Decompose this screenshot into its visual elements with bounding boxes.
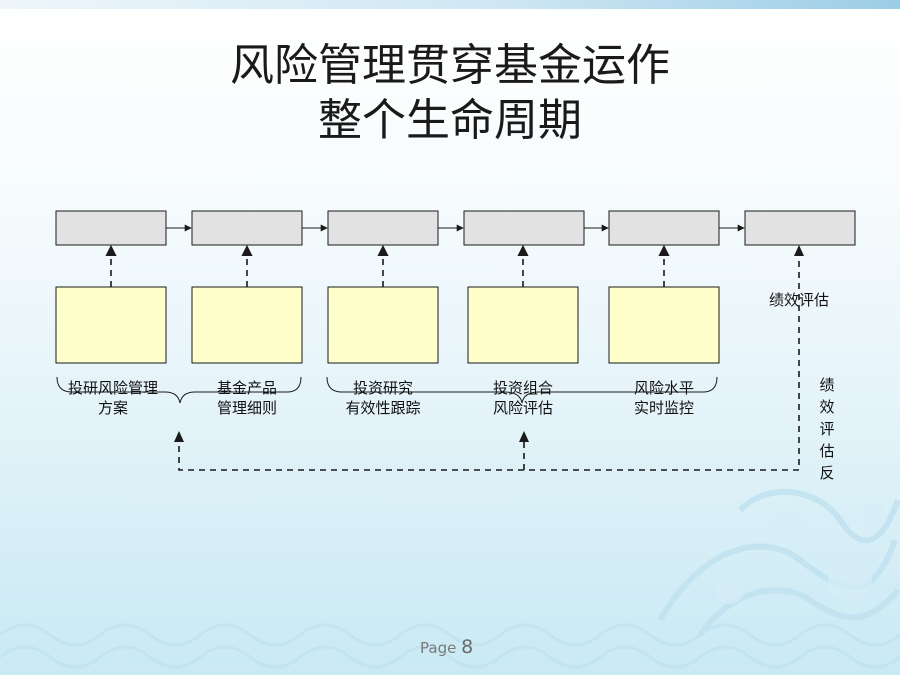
label-2-line-2: 管理细则 [216,399,277,417]
support-box-4 [467,286,579,364]
title-line-1: 风险管理贯穿基金运作 [230,40,670,91]
process-box-6 [744,210,856,246]
top-accent-bar [0,0,900,9]
label-research-risk-plan: 投研风险管理 方案 [58,378,168,418]
label-performance-eval: 绩效评估 [768,291,829,309]
support-box-3 [327,286,439,364]
process-box-5 [608,210,720,246]
label-feedback-vertical: 绩 效 评 估 反 馈 [816,374,838,482]
label-5-line-2: 实时监控 [633,399,694,417]
brace-left [56,376,302,404]
label-1-line-1: 投研风险管理 [67,379,158,397]
label-4-line-1: 投资组合 [492,379,553,397]
label-3-line-1: 投资研究 [352,379,413,397]
process-box-3 [327,210,439,246]
process-box-4 [463,210,585,246]
label-research-tracking: 投资研究 有效性跟踪 [328,378,438,418]
feedback-char-3: 评 [819,420,835,438]
label-5-line-1: 风险水平 [633,379,694,397]
process-box-2 [191,210,303,246]
page-label: Page [420,639,457,657]
feedback-char-4: 估 [819,442,835,460]
wave-decoration-bottom [0,623,900,669]
feedback-char-2: 效 [819,398,835,416]
feedback-arrowhead-eval [794,245,804,256]
label-2-line-1: 基金产品 [216,379,277,397]
support-box-1 [55,286,167,364]
feedback-arrowhead-mid [519,431,529,442]
label-portfolio-risk: 投资组合 风险评估 [468,378,578,418]
support-box-5 [608,286,720,364]
label-risk-monitoring: 风险水平 实时监控 [609,378,719,418]
feedback-char-5: 反 [819,464,835,482]
wave-decoration-right [657,488,900,637]
page-number: Page 8 [420,636,473,658]
title-line-2: 整个生命周期 [318,95,582,146]
slide-title: 风险管理贯穿基金运作 整个生命周期 [0,38,900,148]
feedback-arrowhead-left [174,431,184,442]
brace-right [326,376,718,404]
support-box-2 [191,286,303,364]
label-4-line-2: 风险评估 [492,399,553,417]
feedback-char-1: 绩 [819,376,835,394]
label-1-line-2: 方案 [97,399,128,417]
label-3-line-2: 有效性跟踪 [345,399,421,417]
label-fund-product-rules: 基金产品 管理细则 [192,378,302,418]
feedback-loop [178,250,800,471]
page-number-value: 8 [461,636,474,658]
process-box-1 [55,210,167,246]
